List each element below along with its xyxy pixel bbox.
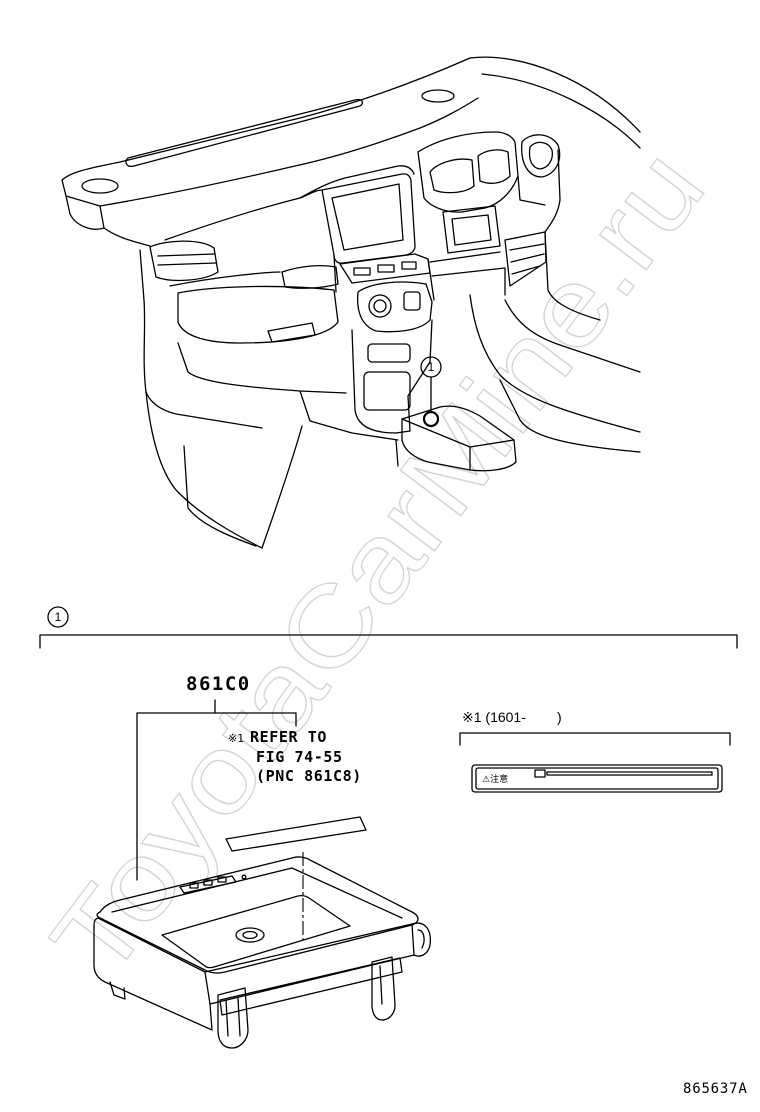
center-display-bezel	[321, 173, 416, 264]
reference-line-1: REFER TO	[250, 728, 327, 746]
control-knob	[368, 294, 392, 318]
charger-right-face	[204, 923, 415, 1005]
glove-box-handle	[267, 322, 316, 343]
instrument-cluster-hood	[417, 131, 519, 213]
left-lower-panel	[145, 391, 263, 429]
center-stack-sides	[333, 254, 435, 301]
variant-bracket	[459, 732, 731, 746]
left-speaker-grille	[81, 178, 119, 194]
steering-column-cover	[442, 205, 501, 254]
sticker-outer-border	[471, 764, 723, 793]
wireless-charger	[93, 856, 431, 1049]
charger-indicator-dot	[241, 874, 247, 880]
charger-location-edges	[401, 418, 515, 471]
charger-button-3	[217, 876, 227, 883]
charger-location-box	[401, 405, 517, 472]
sticker-text-block	[534, 769, 546, 778]
floor-line-upper	[469, 294, 641, 433]
driver-side-vent	[521, 134, 561, 178]
console-switch	[403, 291, 421, 311]
driver-lower-panel	[429, 251, 506, 296]
glove-box	[177, 285, 339, 344]
charger-mount-tab-left	[217, 987, 249, 1049]
steering-column-inner	[451, 214, 492, 246]
defroster-slot	[125, 98, 364, 167]
passenger-lower-panel	[177, 342, 399, 441]
caution-sticker	[471, 764, 723, 793]
center-display-screen	[331, 183, 404, 251]
charger-left-face	[93, 917, 213, 1031]
charger-button-1	[189, 882, 199, 889]
a-pillar-line	[481, 73, 641, 149]
passenger-ledge	[281, 265, 339, 289]
charger-button-panel	[179, 875, 237, 894]
figure-id: 865637A	[683, 1081, 748, 1097]
location-callout-circle	[420, 356, 442, 378]
reference-line-3: (PNC 861C8)	[256, 767, 362, 785]
label-strip	[225, 816, 367, 852]
console-tray-upper	[367, 343, 411, 363]
driver-kick-panel	[544, 231, 601, 321]
footwell-inner-line	[183, 445, 257, 547]
driver-dash-face	[517, 149, 561, 233]
console-tray-lower	[363, 371, 411, 411]
driver-lower-vent-slats	[509, 243, 545, 275]
passenger-vent	[149, 240, 219, 282]
control-knob-panel	[356, 281, 433, 333]
console-floor-line	[395, 439, 399, 467]
part-number: 861C0	[186, 673, 251, 695]
climate-button-right	[401, 261, 417, 270]
dash-top-front-edge	[65, 97, 479, 207]
charger-foot	[109, 981, 126, 1000]
glove-box-upper-edge	[169, 271, 281, 287]
charger-button-2	[203, 879, 213, 886]
passenger-vent-slats	[157, 253, 217, 266]
left-side-panel	[103, 227, 151, 393]
dashboard-illustration	[61, 56, 641, 549]
reference-line-2: FIG 74-55	[256, 748, 343, 766]
sticker-text-bar	[546, 771, 713, 776]
passenger-dash-upper-line	[164, 189, 323, 241]
section-bracket	[39, 634, 738, 649]
reference-marker: ※1	[228, 732, 244, 745]
right-speaker-grille	[421, 89, 455, 103]
variant-note: ※1 (1601- )	[462, 709, 562, 725]
sticker-caution-text: ⚠注意	[482, 773, 508, 785]
part-number-bracket	[136, 699, 297, 881]
location-callout: 1	[420, 356, 442, 428]
floor-line-lower	[499, 379, 641, 453]
climate-button-left	[353, 267, 371, 276]
section-callout-circle	[47, 606, 69, 628]
dash-top-edge	[61, 57, 471, 181]
gauge-left	[429, 158, 475, 194]
location-callout-number: 1	[428, 360, 435, 374]
charger-mount-tab-right	[371, 956, 396, 1021]
footwell-left-line	[145, 391, 263, 549]
floor-line-middle	[504, 299, 641, 373]
control-knob-inner	[373, 299, 387, 313]
windshield-base-line	[469, 56, 641, 133]
charger-underside-rail	[219, 957, 403, 1016]
charger-top-face	[96, 856, 419, 974]
charger-logo-inner	[242, 930, 258, 940]
gauge-right	[477, 149, 511, 184]
climate-button-middle	[377, 264, 395, 273]
center-console	[351, 319, 433, 434]
charger-right-hook	[411, 922, 431, 957]
charger-logo-outer	[235, 927, 265, 943]
driver-side-vent-inner	[528, 141, 554, 170]
charger-top-bevel	[111, 867, 403, 919]
charger-pad-recess	[161, 894, 351, 969]
display-hood	[299, 165, 415, 199]
sticker-inner-border	[475, 767, 719, 790]
footwell-right-line	[261, 425, 303, 549]
section-callout-number: 1	[55, 610, 62, 624]
